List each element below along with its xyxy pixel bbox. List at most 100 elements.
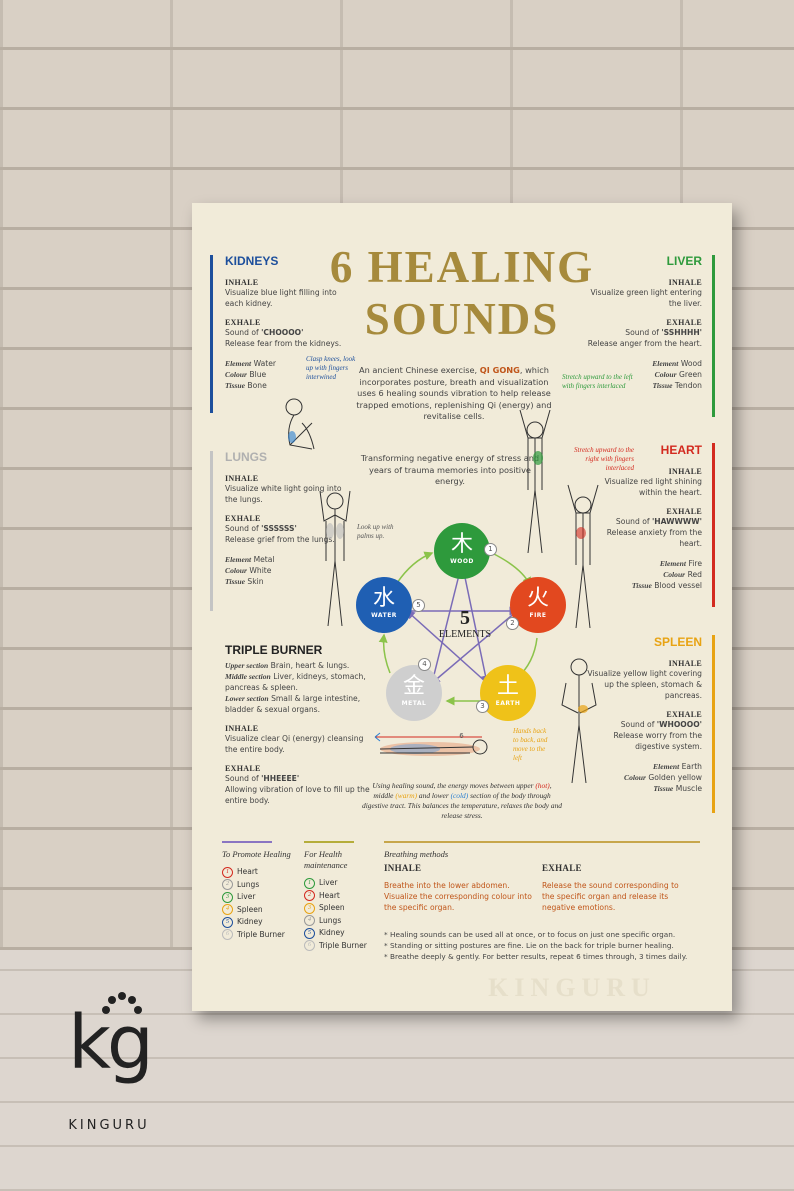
legend-item-label: Liver bbox=[237, 892, 256, 901]
kidneys-element-label: Element bbox=[225, 359, 252, 368]
spleen-tissue-value: Muscle bbox=[675, 784, 702, 793]
lungs-tissue-label: Tissue bbox=[225, 577, 245, 586]
legend-item: 4 Spleen bbox=[222, 904, 292, 917]
spleen-element: Element Earth bbox=[587, 761, 702, 772]
spleen-colour: Colour Golden yellow bbox=[587, 772, 702, 783]
wood-number: 1 bbox=[484, 543, 497, 556]
lying-caption-upper: upper bbox=[516, 781, 534, 790]
kidneys-inhale-text: Visualize blue light filling into each k… bbox=[225, 288, 337, 308]
lungs-tissue-value: Skin bbox=[247, 577, 264, 586]
lungs-pose-note: Look up with palms up. bbox=[357, 523, 394, 540]
intro-text-start: An ancient Chinese exercise, bbox=[359, 365, 480, 375]
legend-item-label: Spleen bbox=[237, 904, 263, 914]
legend-item-label: Heart bbox=[319, 890, 340, 900]
triple-burner-middle: Middle section Liver, kidneys, stomach, … bbox=[225, 671, 375, 693]
heart-title: HEART bbox=[660, 443, 702, 457]
earth-glyph: 土 bbox=[496, 674, 519, 699]
liver-inhale-text: Visualize green light entering the liver… bbox=[590, 288, 702, 308]
earth-element-circle: 土 EARTH bbox=[480, 665, 536, 721]
intro-paragraph: An ancient Chinese exercise, QI GONG, wh… bbox=[354, 365, 554, 423]
liver-colour: Colour Green bbox=[587, 369, 702, 380]
metal-glyph: 金 bbox=[402, 674, 425, 699]
triple-burner-inhale-text: Visualize clear Qi (energy) cleansing th… bbox=[225, 734, 364, 754]
kinguru-brand-name: KINGURU bbox=[68, 1118, 150, 1133]
lungs-element-value: Metal bbox=[253, 555, 275, 564]
spleen-colour-value: Golden yellow bbox=[648, 773, 702, 782]
kidneys-colour-value: Blue bbox=[249, 370, 267, 379]
intro-paragraph-2: Transforming negative energy of stress a… bbox=[360, 453, 540, 486]
metal-label: METAL bbox=[401, 700, 427, 707]
heart-tissue-label: Tissue bbox=[631, 581, 652, 590]
liver-element-value: Wood bbox=[680, 359, 702, 368]
heart-tissue-value: Blood vessel bbox=[654, 581, 702, 590]
heart-pose-figure bbox=[567, 484, 599, 629]
triple-burner-sound: 'HHEEEE' bbox=[261, 774, 300, 783]
breathing-note-2: * Standing or sitting postures are fine.… bbox=[384, 941, 674, 950]
liver-exhale-label: EXHALE bbox=[666, 318, 702, 327]
legend-item: 2 Lungs bbox=[222, 879, 292, 892]
heart-section: HEART INHALE Visualize red light shining… bbox=[587, 443, 702, 591]
wood-label: WOOD bbox=[450, 558, 474, 565]
liver-tissue: Tissue Tendon bbox=[587, 380, 702, 391]
breathing-note-3: * Breathe deeply & gently. For better re… bbox=[384, 952, 688, 961]
spleen-colour-label: Colour bbox=[624, 773, 646, 782]
heart-color-bar bbox=[712, 443, 715, 607]
poster-watermark: KINGURU bbox=[488, 973, 656, 1002]
liver-element-label: Element bbox=[652, 359, 679, 368]
legend-number-circle: 4 bbox=[222, 904, 233, 915]
breathing-exhale-label: EXHALE bbox=[542, 863, 582, 873]
liver-title: LIVER bbox=[666, 254, 702, 268]
spleen-pose-figure bbox=[561, 658, 597, 784]
metal-element-circle: 金 METAL bbox=[386, 665, 442, 721]
lungs-exhale-text: Release grief from the lungs. bbox=[225, 535, 335, 544]
legend-promote-title: To Promote Healing bbox=[222, 849, 291, 859]
legend-number-circle: 3 bbox=[304, 902, 315, 914]
kidneys-colour-label: Colour bbox=[225, 370, 247, 379]
spleen-tissue-label: Tissue bbox=[653, 784, 674, 793]
lower-section-text: Small & large intestine, bladder & sexua… bbox=[225, 694, 361, 714]
kidneys-section: KIDNEYS INHALE Visualize blue light fill… bbox=[225, 254, 345, 391]
kidneys-sound: 'CHOOOO' bbox=[261, 328, 304, 337]
lungs-exhale-label: EXHALE bbox=[225, 514, 261, 523]
water-number: 5 bbox=[412, 599, 425, 612]
liver-colour-label: Colour bbox=[654, 370, 677, 379]
elements-center-number: 5 bbox=[460, 607, 470, 629]
legend-number-circle: 2 bbox=[222, 879, 233, 890]
heart-colour-value: Red bbox=[687, 570, 702, 579]
lying-caption-start: Using healing sound, the energy moves be… bbox=[372, 781, 515, 790]
lungs-colour: Colour White bbox=[225, 565, 345, 576]
legend-item-label: Heart bbox=[237, 867, 258, 876]
kidneys-exhale-text: Release fear from the kidneys. bbox=[225, 339, 342, 348]
upper-section-label: Upper section bbox=[225, 661, 269, 670]
spleen-inhale-text: Visualize yellow light covering up the s… bbox=[587, 669, 702, 700]
middle-section-text: Liver, kidneys, stomach, pancreas & sple… bbox=[225, 672, 366, 692]
liver-color-bar bbox=[712, 255, 715, 417]
legend-number-circle: 5 bbox=[304, 927, 315, 939]
triple-burner-sound-of: Sound of bbox=[225, 774, 262, 783]
kidneys-pose-note: Clasp knees, look up with fingers interw… bbox=[306, 355, 356, 381]
heart-exhale-text: Release anxiety from the heart. bbox=[606, 528, 702, 548]
fire-number: 2 bbox=[506, 617, 519, 630]
liver-pose-note: Stretch upward to the left with fingers … bbox=[562, 373, 633, 390]
legend-item-label: Lungs bbox=[237, 879, 260, 889]
breathing-notes: * Healing sounds can be used all at once… bbox=[384, 929, 714, 962]
kidneys-title: KIDNEYS bbox=[225, 254, 279, 268]
legend-number-circle: 1 bbox=[304, 877, 315, 889]
five-elements-arrows bbox=[378, 551, 538, 706]
kidneys-element-value: Water bbox=[253, 359, 277, 368]
breathing-title: Breathing methods bbox=[384, 849, 449, 859]
spleen-exhale-text: Release worry from the digestive system. bbox=[613, 731, 702, 751]
heart-tissue: Tissue Blood vessel bbox=[587, 580, 702, 591]
fire-element-circle: 火 FIRE bbox=[510, 577, 566, 633]
spleen-title: SPLEEN bbox=[653, 635, 702, 649]
triple-burner-exhale-text: Allowing vibration of love to fill up th… bbox=[225, 785, 370, 805]
poster-title-line2: SOUNDS bbox=[364, 294, 560, 344]
liver-sound: 'SSHHHH' bbox=[661, 328, 702, 337]
water-glyph: 水 bbox=[372, 586, 395, 611]
lungs-inhale-text: Visualize white light going into the lun… bbox=[225, 484, 342, 504]
lying-caption-lower: and lower bbox=[417, 791, 449, 800]
